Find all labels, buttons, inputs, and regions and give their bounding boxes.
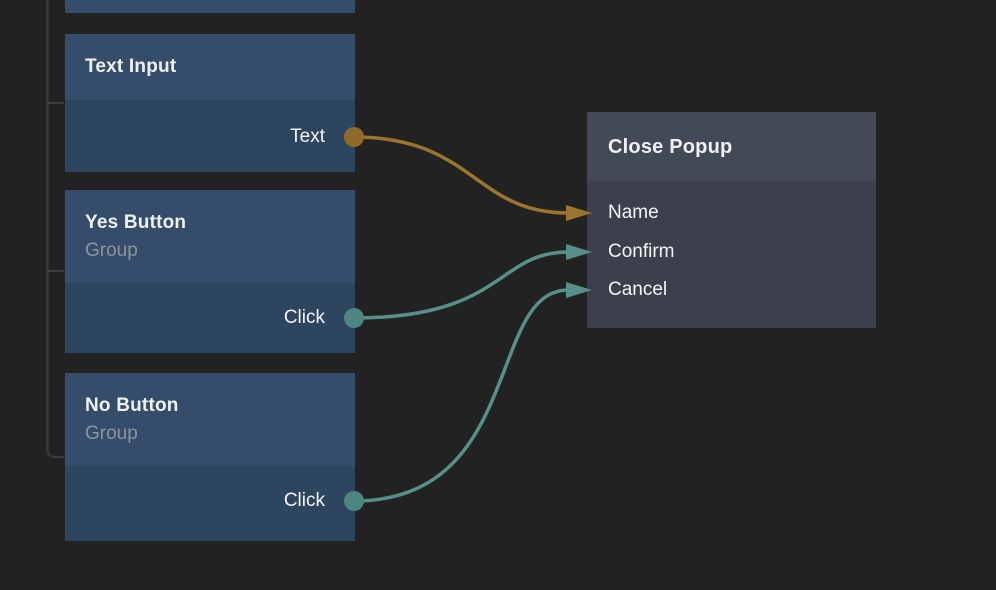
node-title: No Button bbox=[85, 395, 179, 416]
output-port-label-click: Click bbox=[283, 307, 325, 328]
output-port-label-text: Text bbox=[290, 126, 325, 147]
output-port-dot-text[interactable] bbox=[344, 127, 364, 147]
input-port-label-confirm: Confirm bbox=[608, 241, 675, 262]
node-no-button-header[interactable]: No Button Group bbox=[65, 373, 355, 466]
wire-yesclick-to-confirm[interactable] bbox=[353, 250, 569, 320]
node-close-popup-header[interactable]: Close Popup bbox=[587, 112, 876, 181]
wire-text-to-name[interactable] bbox=[353, 135, 569, 215]
node-no-button[interactable]: No Button Group Click bbox=[65, 373, 355, 541]
node-close-popup[interactable]: Close Popup Name Confirm Cancel bbox=[587, 112, 876, 328]
node-partial-top[interactable] bbox=[65, 0, 355, 13]
input-port-label-cancel: Cancel bbox=[608, 279, 668, 300]
output-port-dot-no-click[interactable] bbox=[344, 491, 364, 511]
node-text-input[interactable]: Text Input Text bbox=[65, 34, 355, 172]
node-subtitle: Group bbox=[85, 240, 138, 261]
node-yes-button[interactable]: Yes Button Group Click bbox=[65, 190, 355, 353]
node-text-input-header[interactable]: Text Input bbox=[65, 34, 355, 100]
tree-trunk-line bbox=[46, 0, 64, 458]
node-title: Close Popup bbox=[608, 135, 733, 158]
input-port-label-name: Name bbox=[608, 202, 659, 223]
node-title: Text Input bbox=[85, 56, 177, 77]
output-port-label-click: Click bbox=[283, 490, 325, 511]
node-title: Yes Button bbox=[85, 212, 187, 233]
node-subtitle: Group bbox=[85, 423, 138, 444]
node-yes-button-header[interactable]: Yes Button Group bbox=[65, 190, 355, 283]
wire-noclick-to-cancel[interactable] bbox=[353, 288, 569, 503]
output-port-dot-yes-click[interactable] bbox=[344, 308, 364, 328]
